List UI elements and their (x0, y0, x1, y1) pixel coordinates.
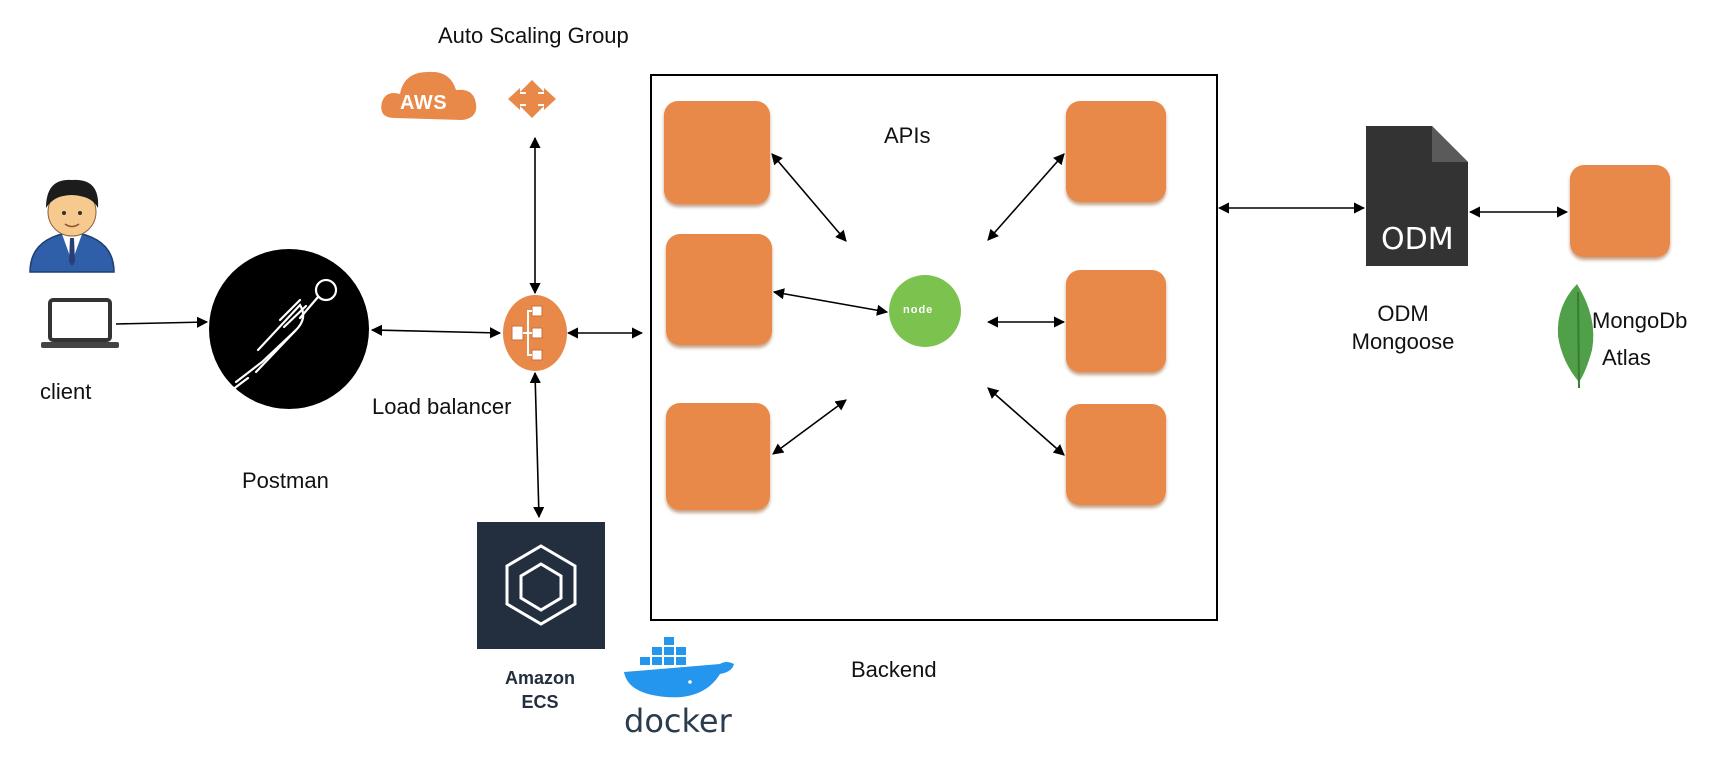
odm-document-icon (1366, 126, 1468, 266)
arrow-api3-node (772, 399, 847, 455)
api-block (664, 101, 770, 204)
aws-logo-text: AWS (400, 92, 448, 114)
odm-mongoose-label-line2: Mongoose (1351, 329, 1455, 354)
postman-label: Postman (242, 468, 329, 493)
apis-label: APIs (884, 123, 931, 148)
arrow-node-api6 (987, 387, 1065, 456)
arrow-api1-node (771, 153, 847, 242)
docker-whale-icon (624, 637, 734, 698)
connector-arrows (115, 136, 1569, 519)
api-blocks (664, 101, 1670, 510)
load-balancer-label: Load balancer (372, 394, 512, 419)
mongodb-atlas-label-line1: MongoDb (1592, 308, 1688, 333)
arrow-lb-ecs (529, 371, 545, 519)
arrow-laptop-postman (115, 316, 209, 328)
mongodb-atlas-block (1570, 165, 1670, 257)
nodejs-icon (889, 275, 961, 347)
arrow-api2-node (772, 288, 889, 316)
amazon-ecs-label-line1: Amazon (504, 668, 575, 688)
backend-container (650, 74, 1218, 621)
autoscaling-arrows-icon (508, 80, 556, 118)
client-label: client (40, 379, 92, 404)
api-block (666, 234, 772, 345)
arrow-node-api4 (987, 153, 1065, 241)
backend-label: Backend (851, 657, 937, 682)
amazon-ecs-icon (477, 522, 605, 649)
postman-logo-icon (209, 249, 369, 409)
odm-mongoose-label-line1: ODM (1377, 301, 1429, 326)
laptop-icon (41, 298, 119, 348)
odm-icon-text: ODM (1381, 222, 1454, 257)
api-block (1066, 404, 1166, 505)
nodejs-logo-text: node (903, 304, 934, 316)
odm-mongoose-label: ODM Mongoose (1333, 300, 1473, 356)
docker-logo-text: docker (624, 702, 732, 740)
amazon-ecs-label: Amazon ECS (490, 666, 590, 714)
api-block (1066, 101, 1166, 202)
aws-cloud-icon (381, 71, 477, 120)
api-block (666, 403, 770, 510)
mongodb-leaf-icon (1557, 284, 1594, 389)
load-balancer-icon (503, 295, 567, 371)
mongodb-atlas-label-line2: Atlas (1602, 345, 1651, 370)
api-block (1066, 270, 1166, 372)
user-avatar-icon (29, 179, 115, 273)
amazon-ecs-label-line2: ECS (521, 692, 559, 712)
auto-scaling-group-label: Auto Scaling Group (438, 23, 629, 48)
arrow-postman-lb (370, 324, 502, 339)
